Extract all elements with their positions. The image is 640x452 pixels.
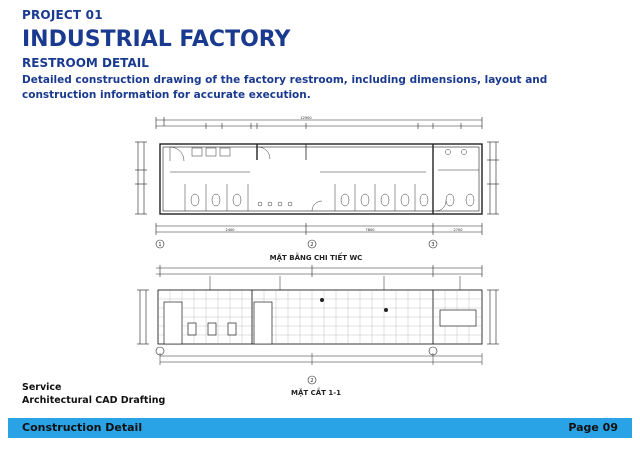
dim-label-3: 2700 xyxy=(454,228,463,232)
page-description: Detailed construction drawing of the fac… xyxy=(22,74,548,101)
section-axis-marker: 2 xyxy=(310,378,313,384)
section-view xyxy=(137,265,499,345)
header: PROJECT 01 INDUSTRIAL FACTORY RESTROOM D… xyxy=(22,8,620,103)
service-label: Service xyxy=(22,382,62,393)
axis-marker-1: 1 xyxy=(158,242,161,248)
footer-section-label: Construction Detail xyxy=(22,421,143,434)
page-subtitle: RESTROOM DETAIL xyxy=(22,56,149,70)
overall-dim-label: 12900 xyxy=(300,116,311,120)
floor-plan xyxy=(135,117,499,215)
plan-title: MẶT BẰNG CHI TIẾT WC xyxy=(270,252,363,262)
dim-label-2: 7800 xyxy=(366,228,375,232)
plan-walls xyxy=(159,143,483,215)
cad-drawing: 12900 2400 7800 2700 1 2 3 2 MẶT BẰNG CH… xyxy=(135,116,499,397)
footer-bar: Construction Detail Page 09 xyxy=(8,418,632,438)
section-title: MẶT CẮT 1-1 xyxy=(291,387,341,397)
axis-marker-2: 2 xyxy=(310,242,313,248)
page-title: INDUSTRIAL FACTORY xyxy=(22,27,291,52)
project-label: PROJECT 01 xyxy=(22,8,103,22)
dim-label-1: 2400 xyxy=(226,228,235,232)
plan-fixtures xyxy=(169,146,479,212)
service-value: Architectural CAD Drafting xyxy=(22,395,166,406)
service-block: Service Architectural CAD Drafting xyxy=(22,381,165,407)
axis-marker-3: 3 xyxy=(431,242,434,248)
page-number: Page 09 xyxy=(568,421,618,434)
